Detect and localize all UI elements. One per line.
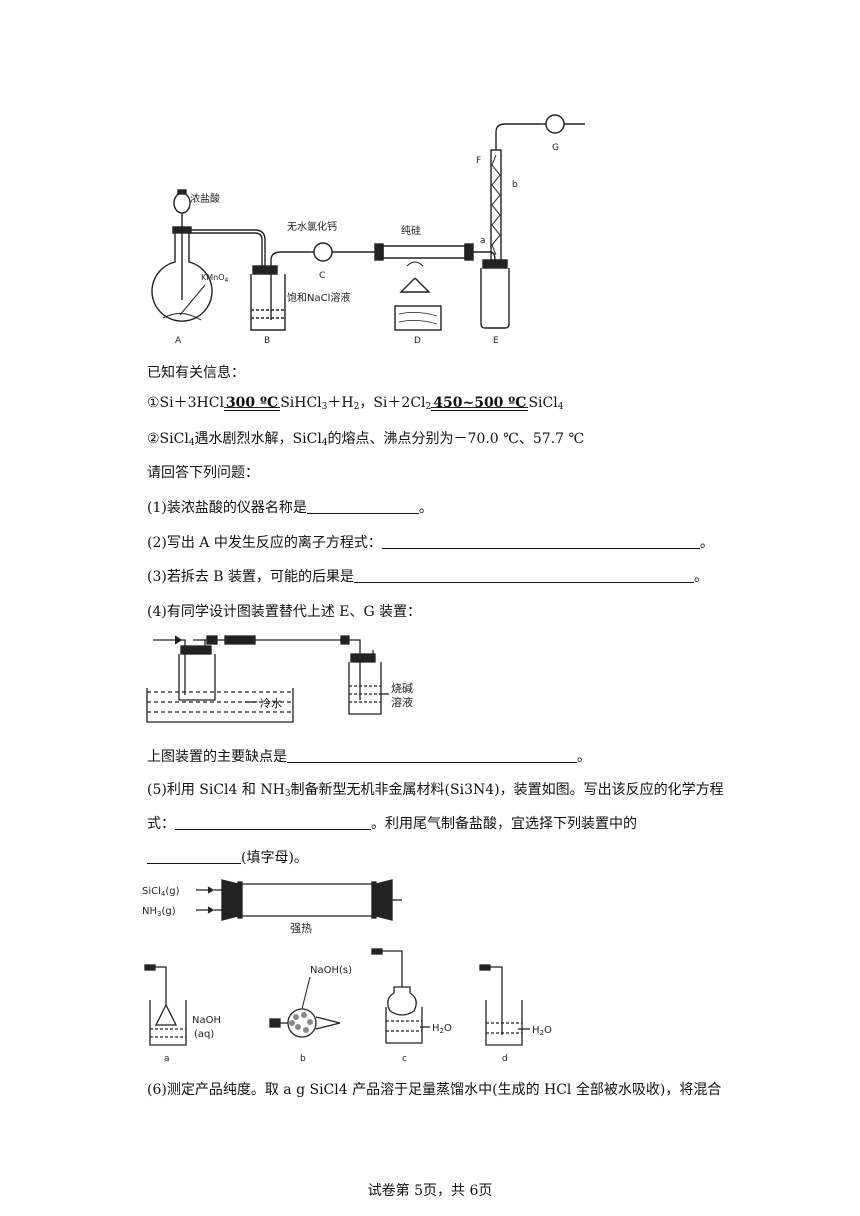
- label-caustic-1: 烧碱: [391, 682, 413, 695]
- apparatus-figure-alt: 冷水 烧碱 溶液: [146, 635, 413, 723]
- question-5-line1: (5)利用 SiCl4 和 NH3制备新型无机非金属材料(Si3N4)，装置如图…: [147, 782, 724, 799]
- label-E: E: [493, 336, 499, 346]
- label-sat-nacl: 饱和NaCl溶液: [287, 291, 350, 304]
- label-conc-hcl: 浓盐酸: [190, 192, 220, 205]
- answer-blank-2[interactable]: [381, 536, 700, 549]
- absorption-options-figure: NaOH (aq) NaOH(s) H2O H2O a b c d: [144, 948, 552, 1064]
- label-option-b: b: [300, 1054, 306, 1064]
- label-F: F: [476, 156, 481, 166]
- label-h2o-d: H2O: [532, 1025, 552, 1037]
- apparatus-figure-main: 浓盐酸 KMnO4 无水氯化钙 纯硅 饱和NaCl溶液 A B C D E F …: [151, 114, 585, 346]
- label-cold-water: 冷水: [260, 697, 282, 710]
- known-info: 已知有关信息：: [147, 365, 245, 381]
- question-5-line2: 式：。利用尾气制备盐酸，宜选择下列装置中的: [147, 816, 637, 832]
- label-naoh-s: NaOH(s): [310, 965, 352, 976]
- label-option-c: c: [402, 1054, 407, 1064]
- answer-blank-4[interactable]: [287, 750, 577, 763]
- question-2: (2)写出 A 中发生反应的离子方程式：。: [147, 535, 714, 551]
- answer-blank-3[interactable]: [354, 570, 695, 583]
- question-1: (1)装浓盐酸的仪器名称是。: [147, 500, 433, 516]
- label-kmno4: KMnO4: [201, 273, 229, 284]
- question-5-line3: (填字母)。: [147, 847, 308, 867]
- label-A: A: [175, 336, 182, 346]
- label-h2o-c: H2O: [432, 1023, 452, 1035]
- page-footer: 试卷第 5页，共 6页: [367, 1183, 493, 1199]
- label-option-a: a: [164, 1054, 170, 1064]
- condition-450-500c: 450~500 ºC: [431, 395, 529, 411]
- condition-300c: 300 ºC: [223, 395, 281, 411]
- label-strong-heat: 强热: [290, 922, 312, 935]
- label-option-d: d: [502, 1054, 508, 1064]
- info-2: ②SiCl4遇水剧烈水解，SiCl4的熔点、沸点分别为－70.0 ℃、57.7 …: [147, 431, 585, 448]
- label-pure-si: 纯硅: [401, 224, 421, 237]
- label-nh3-g: NH3(g): [142, 906, 176, 918]
- answer-blank-1[interactable]: [306, 501, 419, 514]
- label-naoh-aq-1: NaOH: [192, 1015, 221, 1026]
- label-caustic-2: 溶液: [391, 695, 413, 709]
- question-6: (6)测定产品纯度。取 a g SiCl4 产品溶于足量蒸馏水中(生成的 HCl…: [147, 1082, 722, 1098]
- label-anhydrous-cacl2: 无水氯化钙: [287, 220, 337, 233]
- label-a: a: [480, 236, 486, 246]
- label-naoh-aq-2: (aq): [194, 1029, 214, 1040]
- question-4: (4)有同学设计图装置替代上述 E、G 装置：: [147, 604, 422, 620]
- question-3: (3)若拆去 B 装置，可能的后果是。: [147, 569, 709, 585]
- label-D: D: [414, 336, 421, 346]
- label-C: C: [319, 271, 325, 281]
- answer-blank-5a[interactable]: [175, 817, 371, 830]
- label-b: b: [512, 180, 518, 190]
- label-G: G: [552, 143, 559, 153]
- reaction-tube-figure: SiCl4(g) NH3(g) 强热: [142, 879, 402, 935]
- label-B: B: [264, 336, 270, 346]
- answer-blank-5b[interactable]: [147, 851, 241, 864]
- please-answer: 请回答下列问题：: [147, 465, 259, 481]
- question-4-defect: 上图装置的主要缺点是。: [147, 749, 591, 765]
- label-sicl4-g: SiCl4(g): [142, 886, 180, 898]
